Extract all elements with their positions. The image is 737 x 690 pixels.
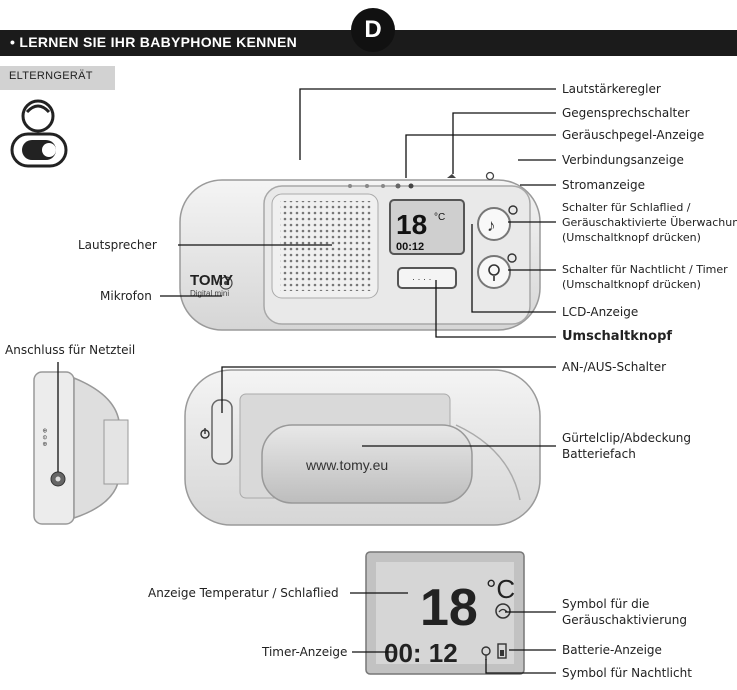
label-lullaby-line2: Geräuschaktivierte Überwachung [562, 216, 737, 229]
label-talk-switch: Gegensprechschalter [562, 106, 690, 120]
label-power-indicator: Stromanzeige [562, 178, 645, 192]
label-lullaby-line3: (Umschaltknopf drücken) [562, 231, 701, 244]
device-side-view: ⊕ ⊖ ⊕ [33, 371, 129, 525]
label-lcd-display: LCD-Anzeige [562, 305, 639, 319]
lcd-detail-timer: 00: 12 [384, 638, 458, 668]
brand-logo: TOMY [190, 272, 233, 289]
label-nightlight-icon: Symbol für Nachtlicht [562, 666, 692, 680]
label-nightlight-line2: (Umschaltknopf drücken) [562, 278, 701, 291]
brand-subtitle: Digital mini [190, 289, 229, 298]
label-voice-icon-line2: Geräuschaktivierung [562, 613, 687, 627]
lcd-front-unit: °C [434, 212, 445, 223]
label-on-off-switch: AN-/AUS-Schalter [562, 360, 667, 374]
lcd-front-temperature: 18 [396, 209, 427, 240]
label-lullaby-line1: Schalter für Schlaflied / [562, 201, 691, 214]
label-power-adapter: Anschluss für Netzteil [5, 343, 136, 357]
device-back [184, 369, 541, 526]
section-tag-background [0, 66, 115, 90]
label-nightlight-line1: Schalter für Nachtlicht / Timer [562, 263, 728, 276]
label-toggle-button: Umschaltknopf [562, 329, 673, 344]
label-belt-clip-line1: Gürtelclip/Abdeckung [562, 431, 692, 445]
label-temperature-display: Anzeige Temperatur / Schlaflied [148, 586, 339, 600]
label-voice-icon-line1: Symbol für die [562, 597, 650, 611]
label-battery: Batterie-Anzeige [562, 643, 662, 657]
label-microphone: Mikrofon [100, 289, 152, 303]
section-badge: D [351, 8, 395, 52]
section-title: • LERNEN SIE IHR BABYPHONE KENNEN [10, 34, 298, 50]
label-volume-control: Lautstärkeregler [562, 82, 661, 96]
label-link-indicator: Verbindungsanzeige [562, 153, 684, 167]
section-tag: ELTERNGERÄT [9, 70, 93, 82]
svg-text:⊕ ⊖ ⊕: ⊕ ⊖ ⊕ [41, 428, 47, 446]
lcd-front-timer: 00:12 [396, 241, 424, 253]
label-noise-level: Geräuschpegel-Anzeige [562, 128, 705, 142]
lcd-detail-temperature: 18 [420, 579, 478, 637]
parent-unit-icon [10, 99, 68, 168]
leader-lines [57, 88, 556, 674]
device-front: · · · · ♪ [179, 171, 541, 331]
lcd-detail [365, 551, 525, 675]
label-belt-clip-line2: Batteriefach [562, 447, 636, 461]
svg-text:♪: ♪ [487, 216, 496, 235]
label-timer-display: Timer-Anzeige [262, 645, 348, 659]
svg-text:· · · ·: · · · · [412, 274, 432, 284]
label-speaker: Lautsprecher [78, 238, 157, 252]
back-url: www.tomy.eu [305, 457, 388, 473]
lcd-detail-unit: °C [486, 574, 515, 604]
